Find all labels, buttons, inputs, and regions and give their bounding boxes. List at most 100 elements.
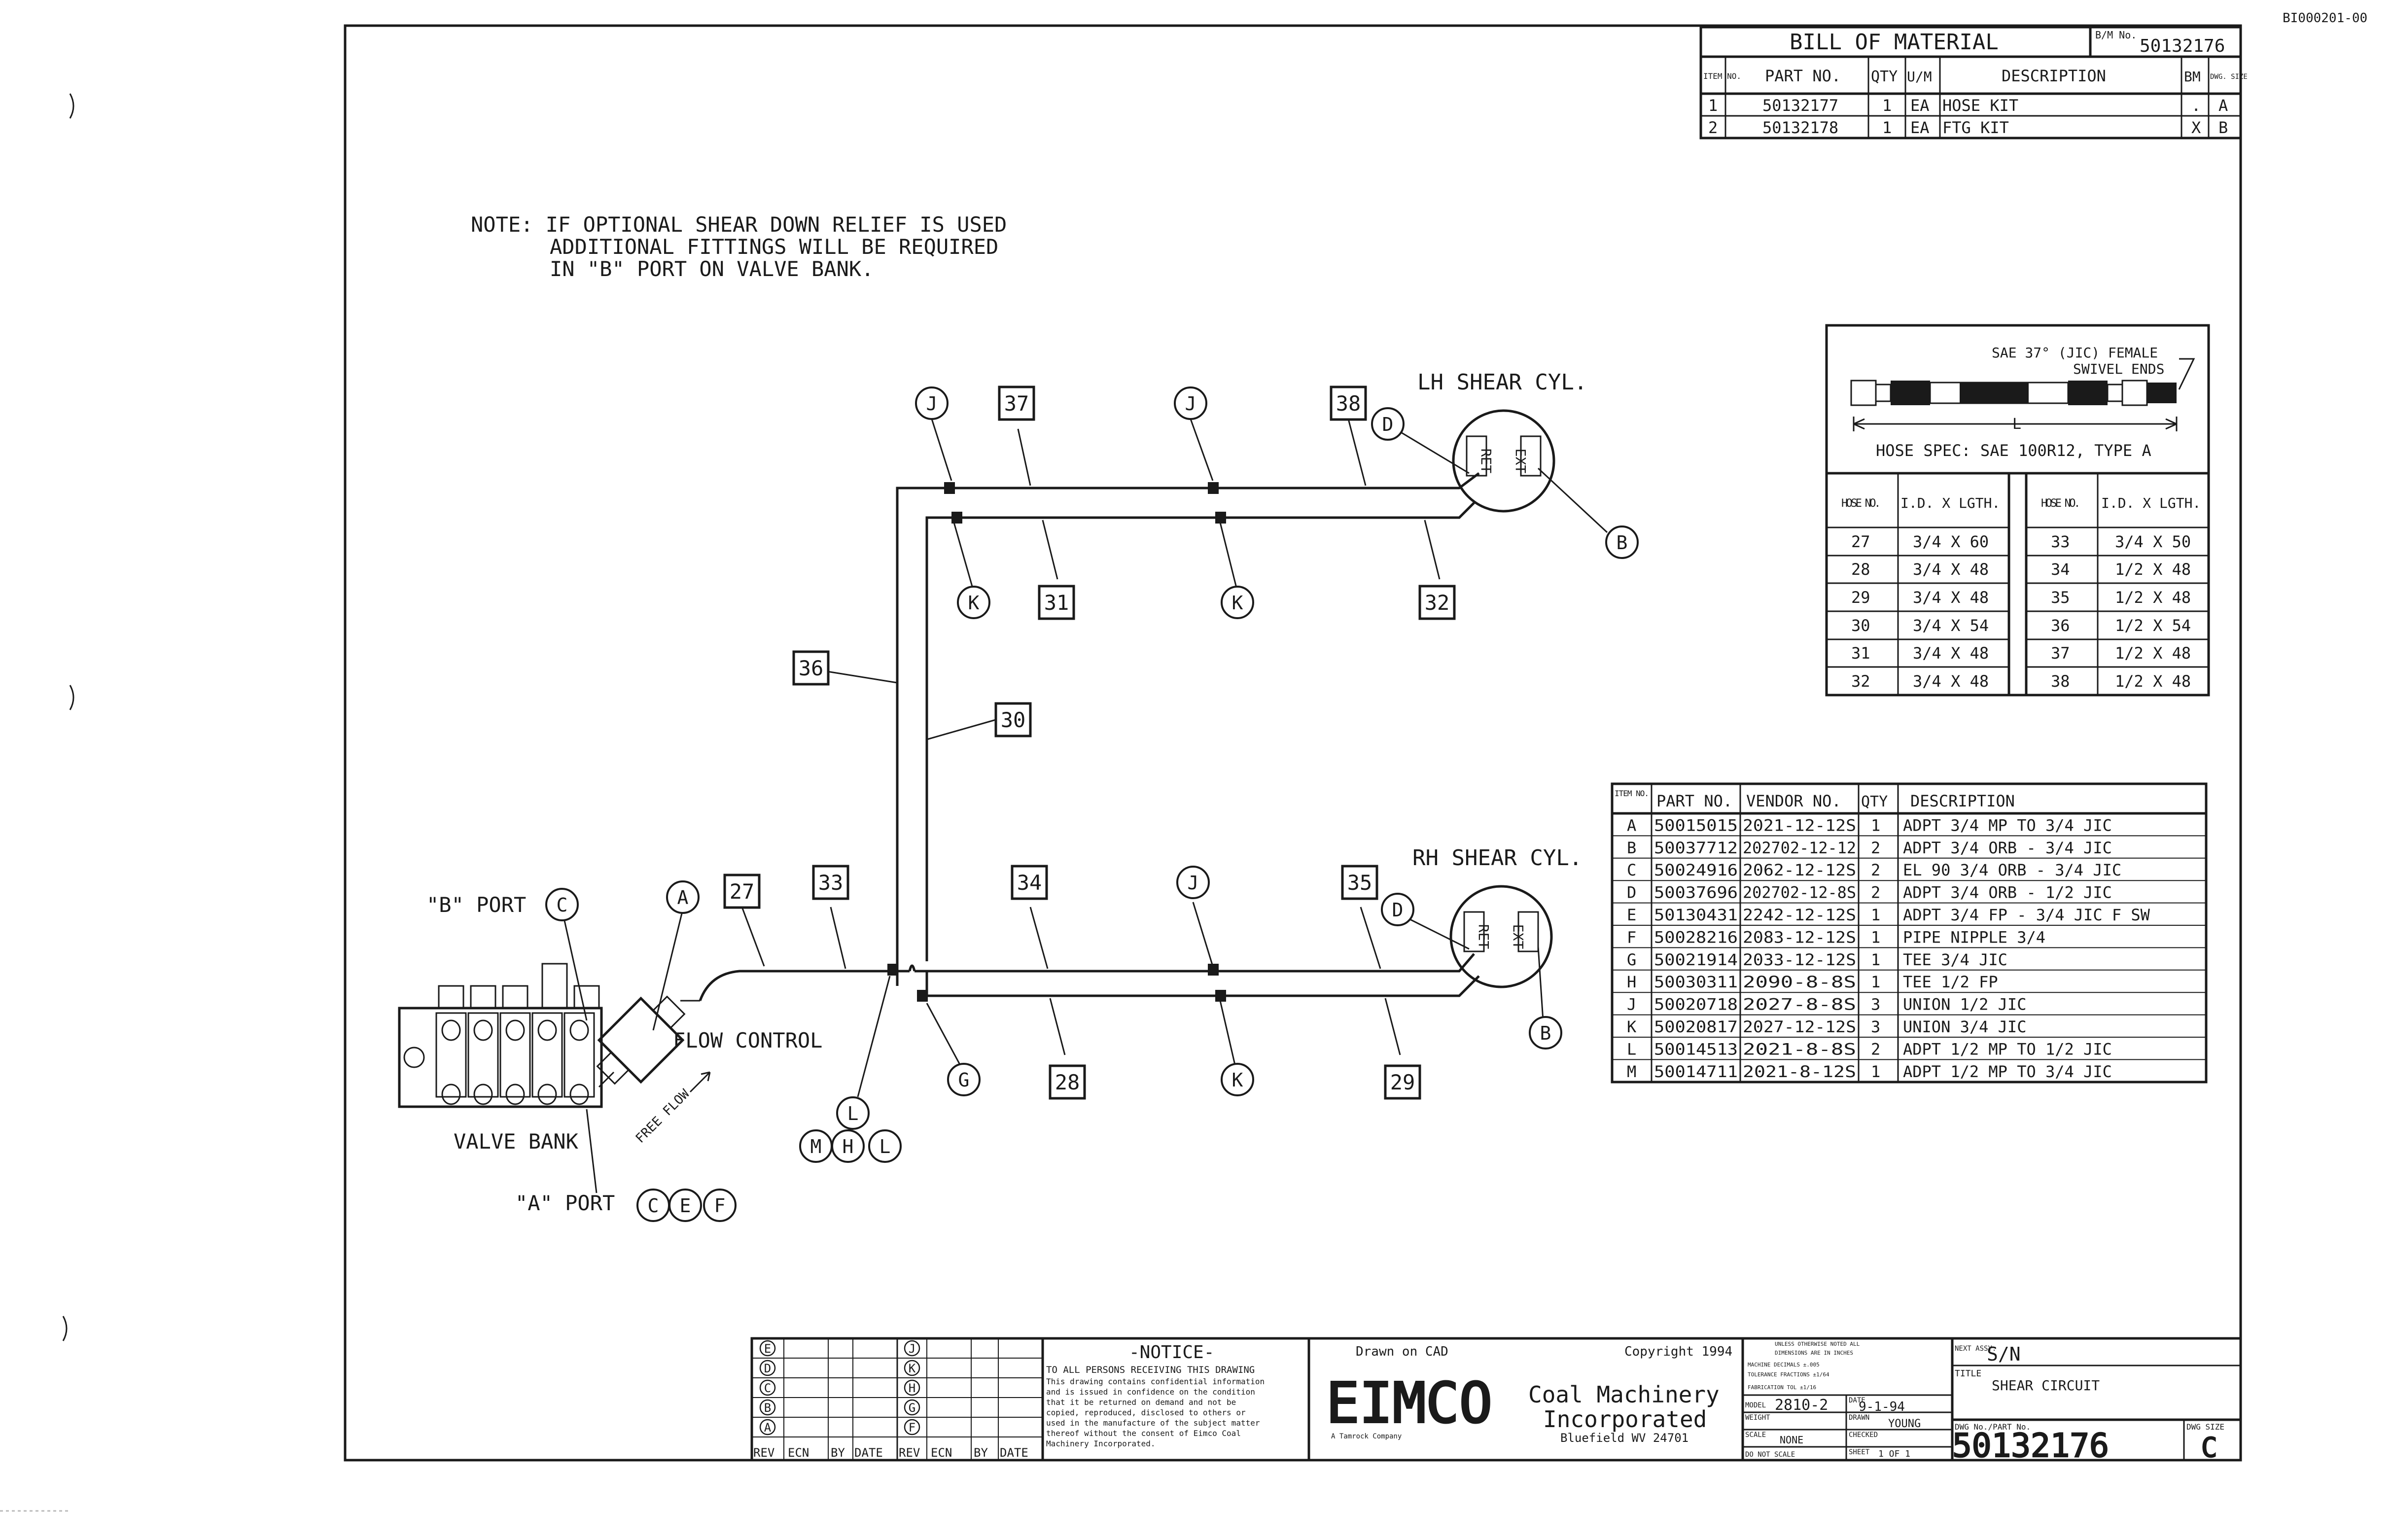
svg-text:1: 1 (1708, 96, 1718, 115)
bom-header-size: DWG. SIZE (2210, 73, 2248, 81)
svg-text:28: 28 (1851, 560, 1870, 579)
svg-text:32: 32 (1851, 672, 1870, 691)
fitting-tag-L: L (836, 1096, 870, 1130)
dwg-size-label: DWG SIZE (2186, 1422, 2224, 1432)
svg-text:D: D (764, 1362, 771, 1375)
svg-text:.: . (2191, 96, 2201, 115)
svg-text:X: X (2191, 118, 2201, 137)
svg-text:50132177: 50132177 (1762, 96, 1838, 115)
company-name-1: Coal Machinery (1528, 1381, 1720, 1408)
next-assy-value: S/N (1987, 1343, 2021, 1365)
fitting-tag-F: F (703, 1189, 737, 1222)
svg-text:27: 27 (730, 879, 755, 904)
dwg-size-value: C (2201, 1432, 2217, 1463)
fittings-cell: 2 (1871, 839, 1880, 857)
drawn-on-cad: Drawn on CAD (1356, 1344, 1448, 1359)
svg-text:30: 30 (1001, 708, 1026, 732)
svg-text:35: 35 (1347, 871, 1372, 895)
svg-text:35: 35 (2051, 588, 2070, 607)
fitting-tag-C: C (545, 888, 579, 921)
fitting-tag-J: J (1174, 386, 1207, 420)
svg-text:B: B (764, 1401, 771, 1415)
fit-header-qty: QTY (1861, 793, 1888, 810)
fittings-cell: 50028216 (1654, 928, 1738, 946)
svg-text:This drawing contains confiden: This drawing contains confidential infor… (1046, 1377, 1265, 1386)
fitting-tag-K: K (957, 586, 990, 619)
fittings-cell: 50014513 (1654, 1040, 1738, 1058)
valve-bank-label: VALVE BANK (454, 1129, 579, 1154)
drawing-title: SHEAR CIRCUIT (1992, 1377, 2100, 1394)
fittings-cell: ADPT 3/4 ORB - 3/4 JIC (1903, 839, 2112, 857)
lh-shear-cyl-label: LH SHEAR CYL. (1417, 370, 1587, 395)
svg-text:38: 38 (1336, 391, 1361, 416)
hose-tag-37: 37 (998, 385, 1035, 421)
svg-text:33: 33 (818, 871, 844, 895)
tolerance-text: UNLESS OTHERWISE NOTED ALL DIMENSIONS AR… (1748, 1341, 1860, 1391)
fit-header-desc: DESCRIPTION (1910, 792, 2015, 810)
svg-text:1: 1 (1882, 96, 1892, 115)
svg-text:C: C (648, 1195, 659, 1217)
svg-text:A: A (2218, 96, 2228, 115)
fittings-cell: 50021914 (1654, 950, 1738, 969)
rev-letter-A: A (759, 1419, 776, 1435)
fittings-cell: 50015015 (1654, 816, 1738, 835)
rev-letter-K: K (904, 1360, 920, 1376)
svg-text:3/4 X 54: 3/4 X 54 (1913, 616, 1989, 635)
fittings-cell: UNION 3/4 JIC (1903, 1017, 2026, 1036)
svg-text:copied, reproduced, disclosed: copied, reproduced, disclosed to others … (1046, 1408, 1246, 1417)
svg-text:34: 34 (1017, 871, 1042, 895)
bom-header-desc: DESCRIPTION (2002, 67, 2106, 85)
svg-text:DATE: DATE (854, 1446, 883, 1460)
svg-text:REV: REV (753, 1446, 774, 1460)
fittings-cell: 1 (1871, 973, 1880, 991)
drawn-by: YOUNG (1888, 1418, 1921, 1430)
rev-letter-E: E (759, 1340, 776, 1357)
svg-text:B: B (2218, 118, 2228, 137)
fittings-cell: 2021-8-8S (1743, 1040, 1856, 1058)
hose-tag-34: 34 (1011, 865, 1048, 900)
svg-text:1/2 X 48: 1/2 X 48 (2115, 644, 2191, 663)
fittings-cell: 2090-8-8S (1743, 973, 1856, 991)
svg-text:and is issued in confidence on: and is issued in confidence on the condi… (1046, 1387, 1255, 1397)
svg-text:37: 37 (2051, 644, 2070, 663)
bom-header-qty: QTY (1871, 68, 1898, 85)
fitting-tag-H: H (831, 1129, 865, 1163)
fittings-cell: TEE 1/2 FP (1903, 973, 1998, 991)
bom-header-bm: BM (2184, 69, 2201, 85)
margin-marks (62, 93, 74, 1341)
svg-text:DATE: DATE (1000, 1446, 1028, 1460)
lh-ext-label: EXT (1513, 449, 1529, 474)
hose-header-no-2: HOSE NO. (2041, 497, 2080, 510)
note-line-2: ADDITIONAL FITTINGS WILL BE REQUIRED (550, 235, 998, 259)
hose-drawing (1850, 380, 2177, 406)
dwg-no-value: 50132176 (1952, 1427, 2109, 1465)
svg-text:EA: EA (1910, 118, 1930, 137)
svg-text:BY: BY (831, 1446, 845, 1460)
fittings-cell: 1 (1871, 816, 1880, 835)
svg-text:J: J (909, 1342, 915, 1356)
svg-text:3/4 X 60: 3/4 X 60 (1913, 532, 1989, 551)
fitting-tag-L: L (868, 1129, 902, 1163)
svg-text:L: L (847, 1103, 859, 1124)
fitting-tag-E: E (668, 1189, 702, 1222)
svg-text:3/4 X 48: 3/4 X 48 (1913, 588, 1989, 607)
fitting-tag-D: D (1381, 893, 1414, 926)
fittings-cell: 50037696 (1654, 883, 1738, 902)
svg-text:F: F (909, 1421, 915, 1435)
hose-tag-28: 28 (1049, 1064, 1086, 1100)
fittings-cell: ADPT 1/2 MP TO 3/4 JIC (1903, 1062, 2112, 1081)
svg-text:M: M (810, 1136, 822, 1157)
svg-text:C: C (557, 894, 568, 916)
revision-headers: REV ECN BY DATE REV ECN BY DATE (753, 1446, 1028, 1460)
bom-row-2: 2 50132178 1 EA FTG KIT X B (1708, 118, 2228, 137)
weight-label: WEIGHT (1745, 1414, 1770, 1422)
fittings-cell: 2062-12-12S (1743, 861, 1856, 879)
flow-control-label: FLOW CONTROL (673, 1028, 822, 1052)
b-port-label: "B" PORT (426, 893, 526, 917)
svg-text:36: 36 (2051, 616, 2070, 635)
fittings-cell: 2 (1871, 1040, 1880, 1058)
drawn-label: DRAWN (1849, 1414, 1869, 1422)
